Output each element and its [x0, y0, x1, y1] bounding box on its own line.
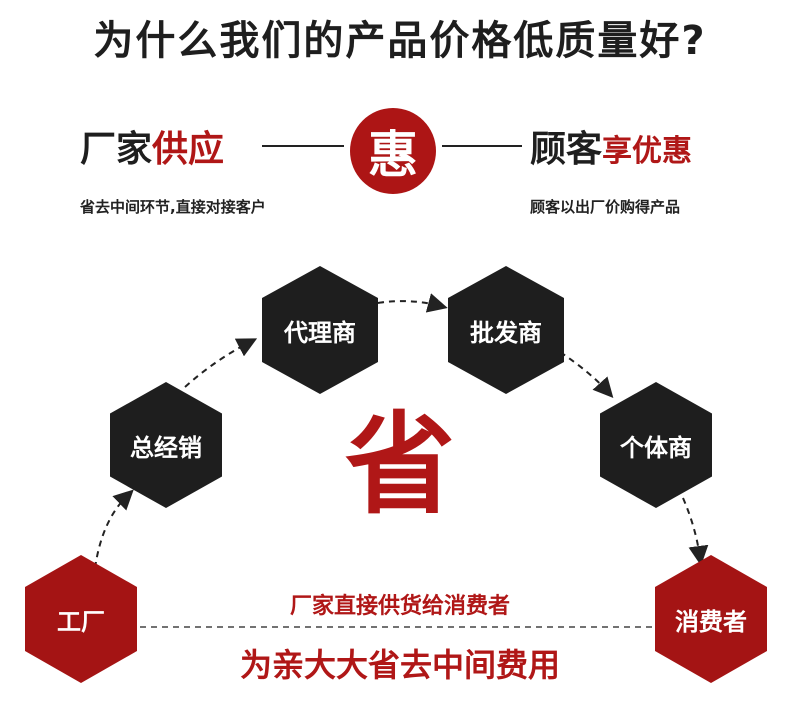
left-caption: 省去中间环节,直接对接客户 — [80, 198, 266, 216]
arrow-retailer-to-consumer — [682, 497, 709, 566]
arrow-wholesaler-to-retailer — [559, 351, 614, 398]
center-sheng-char: 省 — [345, 401, 455, 529]
hex-agent: 代理商 — [262, 266, 378, 394]
supply-right: 顾客享优惠 — [530, 120, 692, 172]
hex-distributor-label: 总经销 — [130, 433, 202, 462]
bottom-slogan: 为亲大大省去中间费用 — [239, 646, 560, 684]
hex-distributor: 总经销 — [110, 382, 222, 508]
divider-line-right — [442, 145, 522, 147]
hex-retailer-label: 个体商 — [620, 433, 692, 462]
supply-left-red: 供应 — [152, 129, 225, 170]
arrow-factory-to-distributor — [94, 489, 134, 569]
page-title: 为什么我们的产品价格低质量好? — [93, 18, 707, 64]
hex-agent-label: 代理商 — [284, 318, 356, 347]
supply-right-black: 顾客 — [530, 129, 603, 170]
hui-badge: 惠 — [350, 108, 436, 194]
hui-char: 惠 — [368, 126, 418, 184]
arrow-distributor-to-agent — [184, 338, 258, 388]
right-caption: 顾客以出厂价购得产品 — [530, 198, 681, 216]
supply-left: 厂家供应 — [80, 120, 224, 172]
hex-consumer-label: 消费者 — [675, 607, 747, 636]
divider-line-left — [262, 145, 344, 147]
arrow-agent-to-wholesaler — [377, 293, 448, 313]
direct-supply-note: 厂家直接供货给消费者 — [289, 594, 510, 619]
hex-wholesaler-label: 批发商 — [470, 318, 542, 347]
supply-right-red: 享优惠 — [602, 134, 693, 169]
supply-left-black: 厂家 — [80, 129, 153, 170]
hex-retailer: 个体商 — [600, 382, 712, 508]
hex-factory-label: 工厂 — [57, 607, 105, 636]
